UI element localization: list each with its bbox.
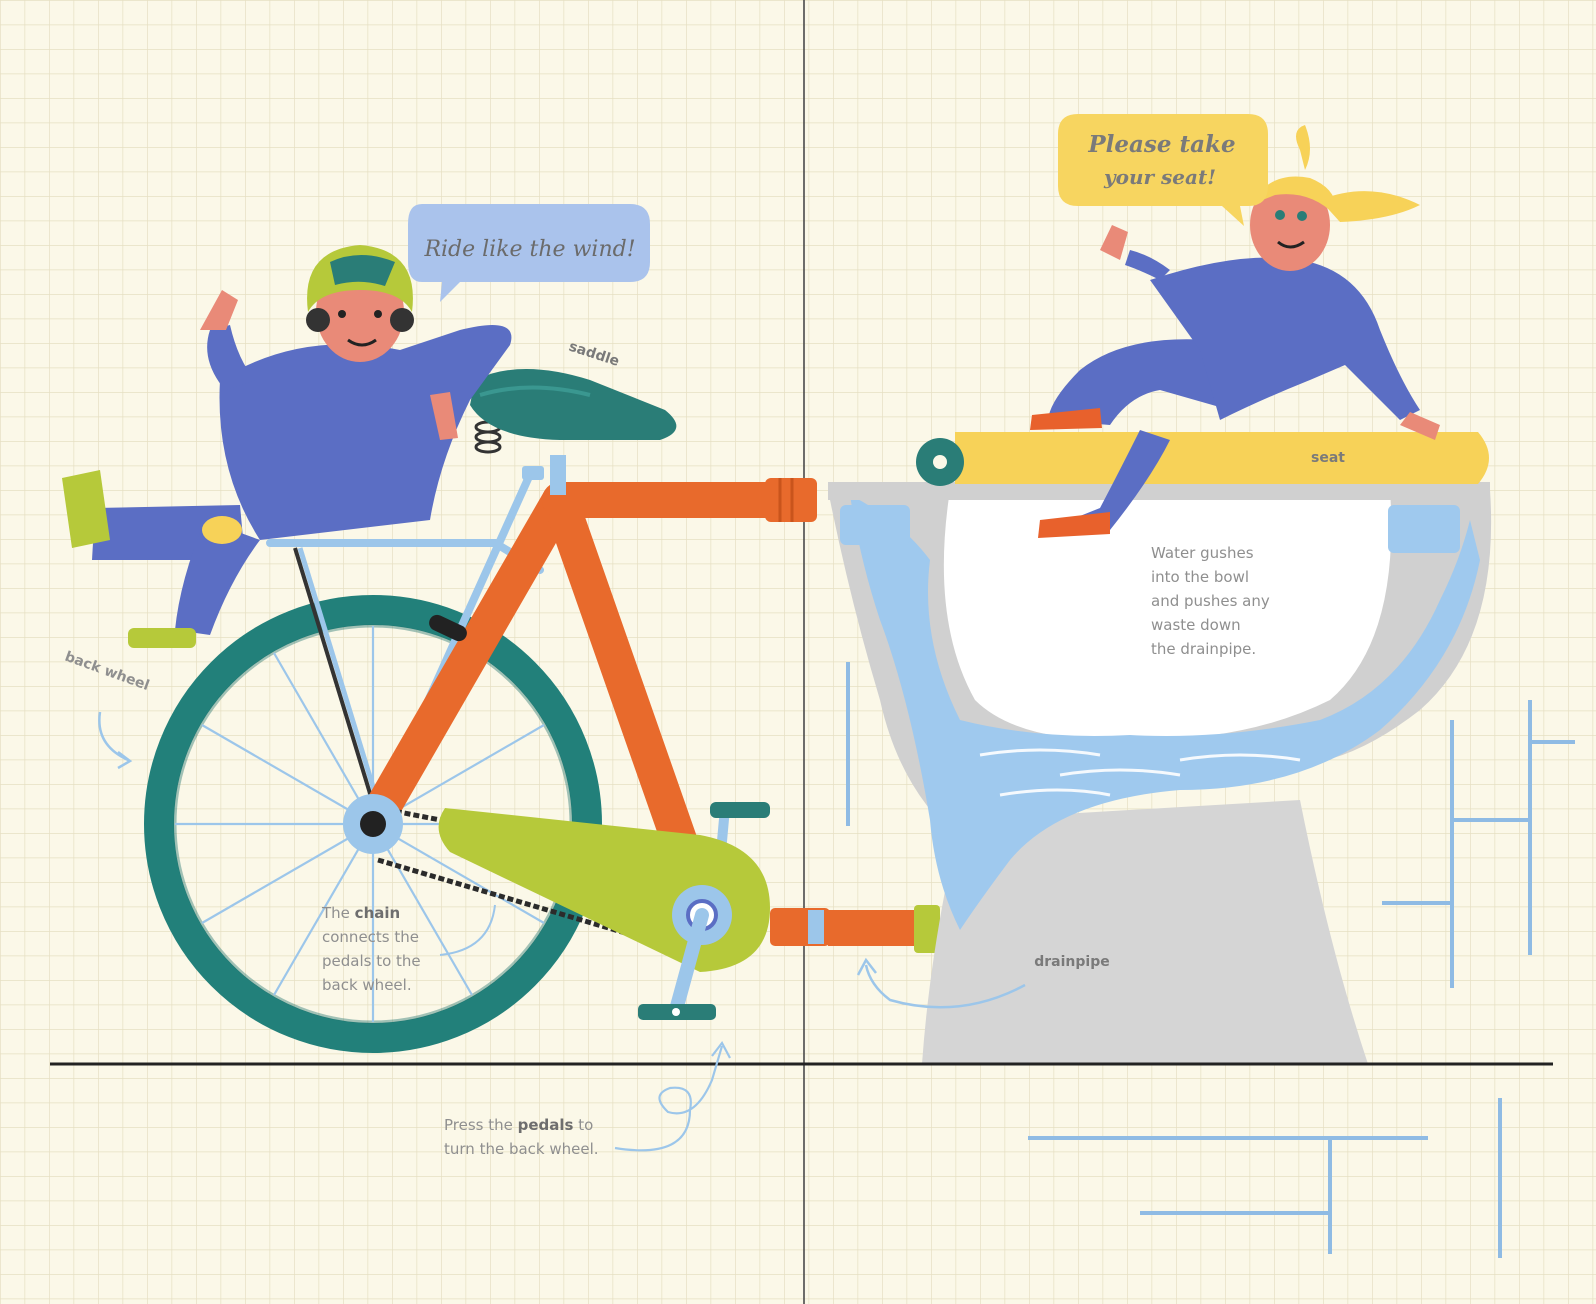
connector-pipe: [770, 905, 940, 953]
label-water: Water gushes into the bowl and pushes an…: [1151, 544, 1270, 658]
svg-text:The chain: The chain: [321, 904, 400, 922]
svg-text:the drainpipe.: the drainpipe.: [1151, 640, 1256, 658]
svg-text:and pushes any: and pushes any: [1151, 592, 1270, 610]
svg-text:connects the: connects the: [322, 928, 419, 946]
svg-text:waste down: waste down: [1151, 616, 1241, 634]
svg-text:turn the back wheel.: turn the back wheel.: [444, 1140, 599, 1158]
svg-text:back wheel.: back wheel.: [322, 976, 412, 994]
toilet-seat: [955, 432, 1489, 484]
svg-text:Press the pedals to: Press the pedals to: [444, 1116, 593, 1134]
toilet-rim: [828, 482, 1490, 500]
speech-bubble-left-text: Ride like the wind!: [423, 237, 635, 262]
svg-text:pedals to the: pedals to the: [322, 952, 421, 970]
svg-text:into the bowl: into the bowl: [1151, 568, 1249, 586]
svg-text:Water gushes: Water gushes: [1151, 544, 1254, 562]
label-seat: seat: [1311, 450, 1345, 466]
speech-bubble-right-line1: Please take: [1087, 131, 1235, 158]
label-drainpipe: drainpipe: [1034, 954, 1109, 970]
speech-bubble-right-line2: your seat!: [1103, 165, 1216, 189]
